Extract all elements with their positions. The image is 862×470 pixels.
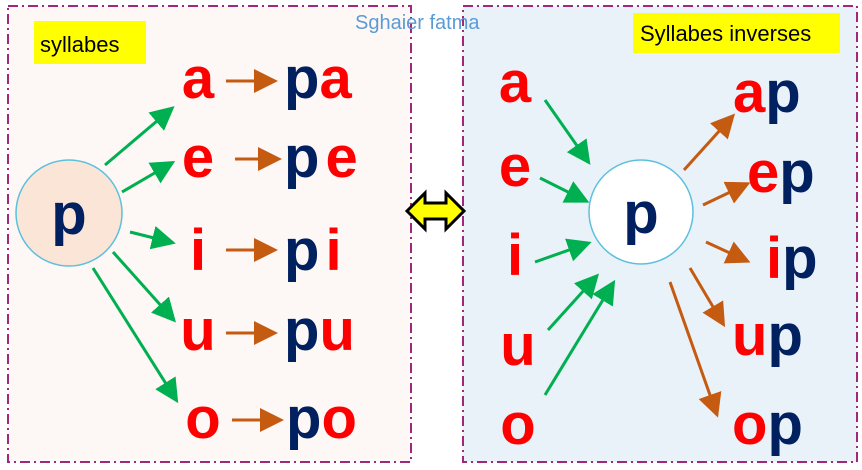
left-label-bg [34,21,146,64]
left-vowel: a [182,46,215,111]
left-vowel: o [185,386,220,451]
right-result: up [732,303,803,368]
right-vowel: u [500,313,535,378]
right-result: op [732,392,803,457]
left-label: syllabes [40,32,119,57]
left-green-arrows [91,106,179,404]
left-result: pu [284,298,355,363]
left-result: po [286,386,357,451]
left-consonant-circle [15,159,123,267]
author-text: Sghaier fatma [355,12,480,34]
right-result: ap [733,60,801,125]
left-vowel: u [180,298,215,363]
right-consonant: p [623,181,658,246]
left-result: pa [284,46,352,111]
right-result: ip [766,226,818,291]
left-vowel: e [182,125,214,190]
right-label: Syllabes inverses [640,21,811,46]
right-vowel: a [499,50,532,115]
right-results: ap ep ip up op [732,60,818,457]
left-vowel: i [190,218,206,283]
right-vowel: o [500,392,535,457]
right-consonant-circle [588,159,694,265]
double-arrow-icon [404,189,467,233]
right-vowels: a e i u o [499,50,536,457]
left-consonant: p [51,182,86,247]
right-vowel: i [507,223,523,288]
right-result: ep [747,140,815,205]
right-brown-arrows [668,113,751,418]
right-green-arrows [534,99,616,396]
left-brown-arrows [226,69,284,432]
right-vowel: e [499,134,531,199]
right-label-bg [633,13,840,53]
